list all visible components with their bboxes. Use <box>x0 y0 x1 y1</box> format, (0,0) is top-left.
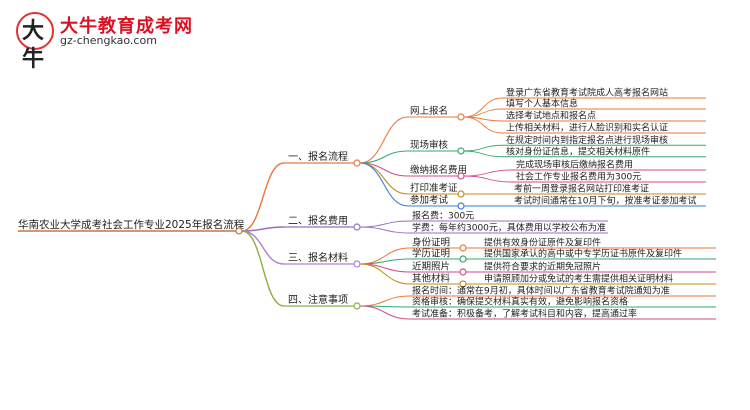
sub-branch-node-dot[interactable] <box>457 147 465 155</box>
leaf-text: 提供国家承认的高中或中专学历证书原件及复印件 <box>484 248 682 260</box>
leaf-connector <box>359 220 411 228</box>
leaf-text: 填写个人基本信息 <box>506 98 578 110</box>
leaf-connector <box>463 169 513 177</box>
sub-branch-title: 其他材料 <box>412 273 451 285</box>
sub-branch-title: 缴纳报名费用 <box>410 164 467 176</box>
leaf-text: 完成现场审核后缴纳报名费用 <box>516 159 633 171</box>
sub-branch-node-dot[interactable] <box>459 255 467 263</box>
leaf-text: 考前一周登录报名网站打印准考证 <box>514 183 649 195</box>
leaf-text: 提供有效身份证原件及复印件 <box>484 237 601 249</box>
leaf-connector <box>359 295 411 307</box>
leaf-connector <box>463 150 503 158</box>
leaf-connector <box>463 97 503 118</box>
sub-branch-node-dot[interactable] <box>457 190 465 198</box>
branch-title: 一、报名流程 <box>288 150 348 163</box>
leaf-text: 提供符合要求的近期免冠照片 <box>484 261 601 273</box>
mind-map-edges <box>18 97 716 320</box>
branch-connector <box>241 162 285 232</box>
sub-branch-title: 打印准考证 <box>410 182 458 194</box>
branch-node-dot[interactable] <box>353 260 361 268</box>
branch-connector <box>241 230 285 307</box>
branch-node-dot[interactable] <box>353 302 361 310</box>
branch-title: 二、报名费用 <box>288 214 348 227</box>
sub-branch-title: 参加考试 <box>410 194 449 206</box>
leaf-text: 在规定时间内到指定报名点进行现场审核 <box>506 134 668 146</box>
leaf-text: 报名时间：通常在9月初，具体时间以广东省教育考试院通知为准 <box>412 285 670 297</box>
sub-branch-connector <box>359 162 409 207</box>
sub-branch-title: 学历证明 <box>412 248 450 260</box>
sub-branch-connector <box>359 116 409 164</box>
sub-branch-connector <box>359 150 409 164</box>
sub-branch-node-dot[interactable] <box>457 172 465 180</box>
root-node-dot[interactable] <box>235 227 243 235</box>
branch-title: 四、注意事项 <box>288 293 348 306</box>
leaf-text: 学费：每年约3000元，具体费用以学校公布为准 <box>412 222 606 234</box>
leaf-connector <box>359 305 411 320</box>
leaf-connector <box>463 175 513 183</box>
leaf-text: 选择考试地点和报名点 <box>506 110 596 122</box>
sub-branch-connector <box>359 263 411 285</box>
mind-map-nodes: 华南农业大学成考社会工作专业2025年报名流程 一、报名流程 网上报名 登录广东省教育… <box>18 87 696 320</box>
leaf-text: 核对身份证信息，提交相关材料原件 <box>506 145 650 157</box>
branch-node-dot[interactable] <box>353 159 361 167</box>
sub-branch-node-dot[interactable] <box>459 268 467 276</box>
sub-branch-title: 身份证明 <box>412 237 450 249</box>
sub-branch-title: 网上报名 <box>410 105 448 117</box>
sub-branch-title: 近期照片 <box>412 261 450 273</box>
sub-branch-node-dot[interactable] <box>457 202 465 210</box>
sub-branch-title: 现场审核 <box>410 139 449 151</box>
leaf-connector <box>463 108 503 118</box>
sub-branch-node-dot[interactable] <box>459 280 467 288</box>
leaf-text: 上传相关材料，进行人脸识别和实名认证 <box>506 122 668 134</box>
branch-connector <box>241 230 285 265</box>
leaf-text: 报名费：300元 <box>412 210 474 222</box>
sub-branch-node-dot[interactable] <box>459 244 467 252</box>
leaf-text: 考试时间通常在10月下旬，按准考证参加考试 <box>514 195 696 207</box>
branch-title: 三、报名材料 <box>288 251 348 264</box>
leaf-text: 申请照顾加分或免试的考生需提供相关证明材料 <box>484 273 673 285</box>
brand-name: 大牛教育成考网 <box>60 16 193 37</box>
root-topic: 华南农业大学成考社会工作专业2025年报名流程 <box>18 218 245 231</box>
leaf-connector <box>359 226 411 234</box>
logo-glyph: 大牛 <box>22 19 45 72</box>
leaf-text: 考试准备：积极备考，了解考试科目和内容，提高通过率 <box>412 308 637 320</box>
sub-branch-connector <box>359 162 409 195</box>
leaf-text: 资格审核：确保提交材料真实有效，避免影响报名资格 <box>412 296 628 308</box>
branch-connector <box>241 226 285 232</box>
leaf-connector <box>463 144 503 152</box>
logo-badge-icon: 大牛 <box>16 12 54 72</box>
site-logo[interactable]: 大牛 大牛教育成考网 gz-chengkao.com <box>16 12 246 72</box>
branch-node-dot[interactable] <box>353 223 361 231</box>
leaf-text: 社会工作专业报名费用为300元 <box>516 171 641 183</box>
leaf-connector <box>463 116 503 134</box>
leaf-text: 登录广东省教育考试院成人高考报名网站 <box>506 87 668 99</box>
site-domain: gz-chengkao.com <box>60 34 157 47</box>
sub-branch-node-dot[interactable] <box>457 113 465 121</box>
